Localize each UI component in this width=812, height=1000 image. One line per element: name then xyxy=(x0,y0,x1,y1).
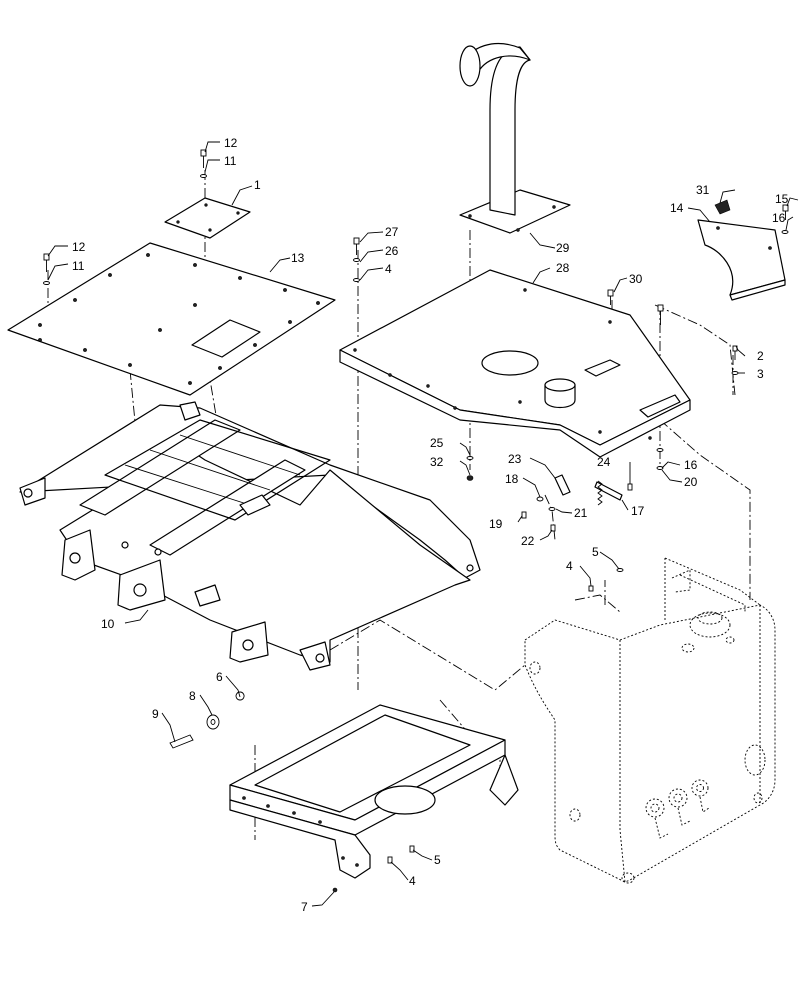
callout-15: 15 xyxy=(775,192,789,206)
callout-12-b: 12 xyxy=(72,240,86,254)
callout-13: 13 xyxy=(291,251,305,265)
callout-5-b: 5 xyxy=(434,853,441,867)
callout-labels: 1 2 3 4 4 4 5 5 6 7 8 9 10 11 11 12 12 1… xyxy=(72,136,789,914)
deck-plate-28 xyxy=(339,269,691,458)
callout-7: 7 xyxy=(301,900,308,914)
latch-assembly xyxy=(521,474,633,532)
callout-29: 29 xyxy=(556,241,570,255)
callout-23: 23 xyxy=(508,452,522,466)
main-frame-10 xyxy=(19,401,481,671)
callout-3: 3 xyxy=(757,367,764,381)
callout-11-a: 11 xyxy=(224,154,237,168)
fasteners-11-12 xyxy=(43,149,207,285)
callout-22: 22 xyxy=(521,534,535,548)
callout-25: 25 xyxy=(430,436,444,450)
callout-12-a: 12 xyxy=(224,136,238,150)
hardware-6-8-9 xyxy=(169,691,245,749)
callout-11-b: 11 xyxy=(72,259,85,273)
callout-9: 9 xyxy=(152,707,159,721)
callout-4-b: 4 xyxy=(566,559,573,573)
callout-20: 20 xyxy=(684,475,698,489)
callout-30: 30 xyxy=(629,272,643,286)
callout-1: 1 xyxy=(254,178,261,192)
callout-4-a: 4 xyxy=(385,262,392,276)
callout-5-a: 5 xyxy=(592,545,599,559)
callout-19: 19 xyxy=(489,517,503,531)
fuel-tank-reference xyxy=(524,557,776,884)
guard-14 xyxy=(697,199,789,301)
callout-18: 18 xyxy=(505,472,519,486)
assembly-centerlines xyxy=(47,170,751,840)
callout-27: 27 xyxy=(385,225,399,239)
leader-lines xyxy=(47,141,799,907)
callout-14: 14 xyxy=(670,201,684,215)
callout-24: 24 xyxy=(597,455,611,469)
callout-8: 8 xyxy=(189,689,196,703)
cover-plate-1 xyxy=(164,197,251,239)
callout-31: 31 xyxy=(696,183,710,197)
callout-28: 28 xyxy=(556,261,570,275)
floor-plate-13 xyxy=(7,242,336,396)
exhaust-pipe-29 xyxy=(459,43,571,234)
callout-17: 17 xyxy=(631,504,645,518)
callout-16-b: 16 xyxy=(684,458,698,472)
callout-2: 2 xyxy=(757,349,764,363)
callout-21: 21 xyxy=(574,506,588,520)
callout-6: 6 xyxy=(216,670,223,684)
callout-32: 32 xyxy=(430,455,444,469)
callout-26: 26 xyxy=(385,244,399,258)
callout-4-c: 4 xyxy=(409,874,416,888)
callout-16-a: 16 xyxy=(772,211,786,225)
lower-frame xyxy=(229,704,519,893)
callout-10: 10 xyxy=(101,617,115,631)
